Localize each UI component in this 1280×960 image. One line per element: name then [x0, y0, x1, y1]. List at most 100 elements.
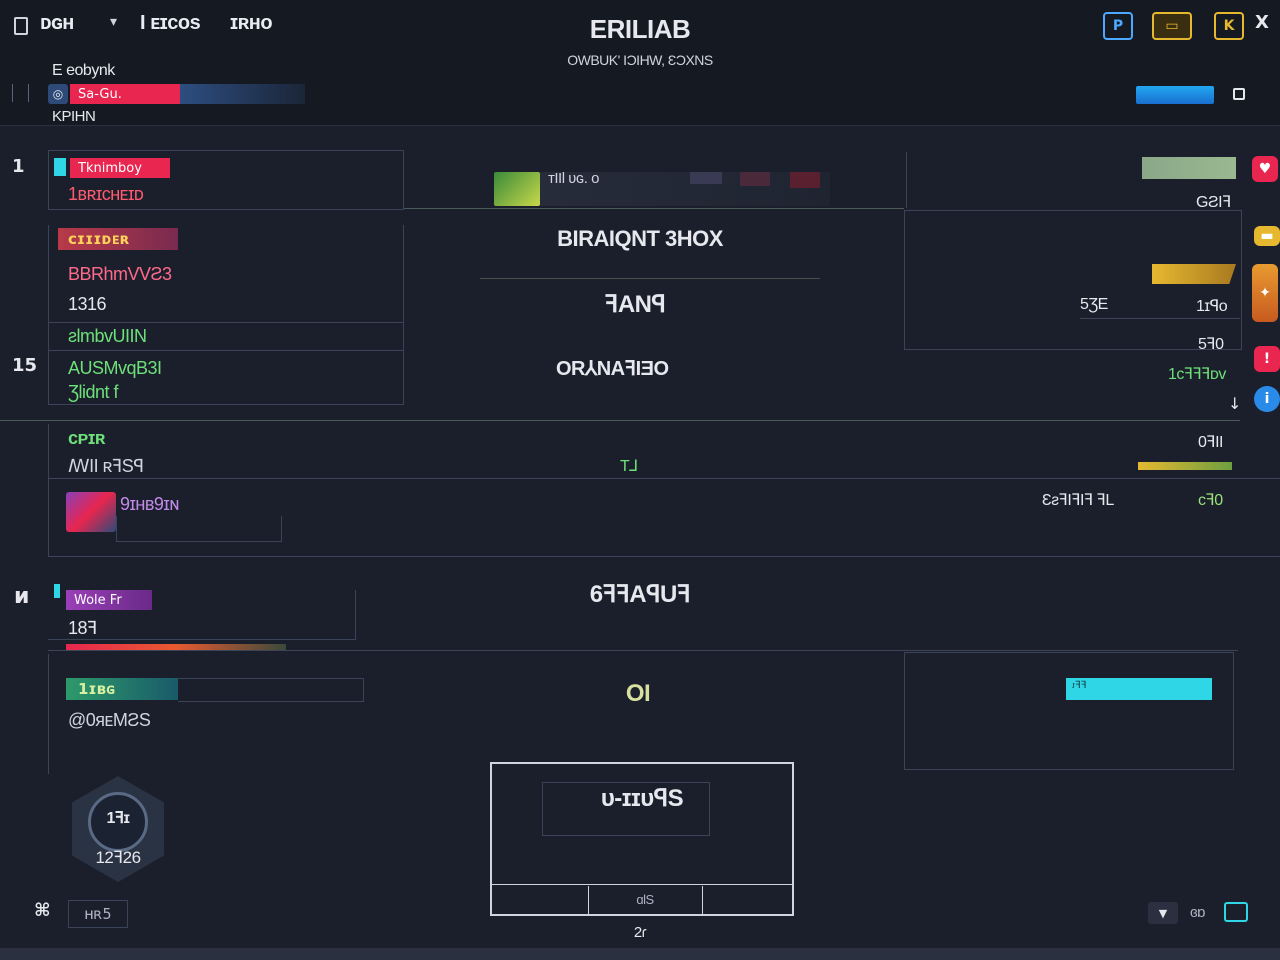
- stat-row: 18ꟻ: [68, 618, 97, 638]
- grid-icon: [14, 16, 28, 35]
- card-tag: Tknimboy: [70, 158, 170, 178]
- rank-label: KPIHN: [52, 108, 96, 125]
- player-tag: Sa-Gu.: [70, 84, 180, 104]
- right-panel-top: [906, 152, 1236, 208]
- right-value: 5ƷE: [1080, 296, 1108, 313]
- stat-row: BBRhmVVƧ3: [68, 264, 172, 284]
- settings-icon[interactable]: ⌘: [34, 900, 51, 921]
- bottom-right-text: ɞɒ: [1190, 904, 1205, 921]
- chat-icon[interactable]: ▼: [1148, 902, 1178, 924]
- divider: [48, 350, 404, 351]
- item-toolbar: [540, 172, 830, 206]
- section-number: 1: [12, 156, 25, 177]
- bottom-strip: [0, 948, 1280, 960]
- hotkey-button[interactable]: ʜʀ5: [68, 900, 128, 928]
- globe-icon: ◎: [48, 84, 68, 104]
- marker-icon: [54, 158, 66, 176]
- divider: [12, 84, 13, 102]
- slot-icon[interactable]: [790, 172, 820, 188]
- progress-bar: [1138, 462, 1232, 470]
- divider: [48, 556, 1280, 557]
- center-big-label: 6ꟻꟻAꟼUꟻ: [589, 581, 691, 608]
- right-value: ᴄꟻ0: [1198, 492, 1223, 509]
- item-icon[interactable]: [494, 172, 540, 206]
- wallet-icon[interactable]: ▭: [1152, 12, 1192, 40]
- page-subtitle: OWBUK' IƆIHW, ƐƆXNS: [567, 52, 713, 68]
- arrow-down-icon[interactable]: ↓: [1228, 394, 1242, 413]
- status-bar: [1142, 157, 1236, 179]
- divider: [702, 886, 703, 914]
- center-status: OR⅄NAꟻIƎO: [556, 358, 669, 380]
- divider: [492, 884, 792, 885]
- info-icon[interactable]: i: [1254, 386, 1280, 412]
- center-value: ꟻANꟼ: [604, 291, 666, 318]
- center-mid-label: OI: [625, 680, 651, 707]
- cyan-label: ᴊꟻꟻ: [1072, 680, 1087, 691]
- right-panel: [904, 210, 1242, 350]
- right-value: 1ᴄꟻꟻꟻᴅᴠ: [1168, 366, 1226, 383]
- name-box: [116, 516, 282, 542]
- alert-icon[interactable]: !: [1254, 346, 1280, 372]
- close-button[interactable]: X: [1255, 12, 1269, 33]
- heart-icon[interactable]: ♥: [1252, 156, 1278, 182]
- stats-panel: [48, 225, 404, 405]
- section-number: 15: [12, 355, 38, 376]
- toolbar-text: ᴛIIl ʋɢ. ᴏ: [548, 170, 599, 187]
- stat-row: Ʒlidnt f: [68, 382, 119, 402]
- screen-icon[interactable]: [1224, 902, 1248, 922]
- stat-row: 1316: [68, 294, 107, 314]
- right-panel-bottom: [904, 652, 1234, 770]
- avatar[interactable]: [66, 492, 116, 532]
- top-bar: ᴅɢʜ ▾ I ᴇɪᴄᴏs ɪʀʜᴏ ERILIAB OWBUK' IƆIHW,…: [0, 0, 1280, 126]
- swords-icon: ᴎ: [14, 584, 30, 609]
- nav-item-main[interactable]: ᴅɢʜ: [40, 12, 74, 34]
- result-inner: [542, 782, 710, 836]
- stat-row: AUSMvqB3I: [68, 358, 162, 378]
- fire-icon[interactable]: ✦: [1252, 264, 1278, 322]
- right-value: 1ɪꟼᴏ: [1196, 298, 1228, 315]
- player-name: E eobynk: [52, 62, 115, 79]
- chest-icon[interactable]: ▬: [1254, 226, 1280, 246]
- emblem-label: 1ꟻɪ: [106, 810, 130, 827]
- right-value: ƐƨꟻIꟻIꟻ ꟻL: [1042, 492, 1114, 509]
- emblem-ring: [88, 792, 148, 852]
- square-icon[interactable]: [1233, 88, 1245, 100]
- badge-icon: [1152, 264, 1236, 284]
- divider: [28, 84, 29, 102]
- stat-row: @0ᴙᴇMƧS: [68, 710, 151, 730]
- result-box: [490, 762, 794, 916]
- card-frame: [48, 150, 404, 210]
- xp-bar: [180, 84, 305, 104]
- divider: [588, 886, 589, 914]
- health-bar: [66, 644, 286, 650]
- avatar-name: 9ɪʜʙ9ɪɴ: [120, 494, 179, 514]
- key-button[interactable]: K: [1214, 12, 1244, 40]
- slot-icon[interactable]: [740, 172, 770, 186]
- class-panel: [48, 590, 356, 640]
- divider: [48, 650, 1238, 651]
- divider: [48, 322, 404, 323]
- divider: [48, 424, 49, 556]
- center-small: T⅃: [620, 458, 638, 475]
- resource-tag: 1ɪʙɢ: [66, 678, 178, 700]
- green-label: ᴄᴘɪʀ: [68, 428, 105, 448]
- class-tag: Wole Fr: [66, 590, 152, 610]
- menu-icon[interactable]: [14, 12, 28, 36]
- card-name: 1ʙʀɪᴄʜᴇɪᴅ: [68, 184, 144, 204]
- stat-row: ꟿII ʀꟻSꟼ: [68, 456, 144, 476]
- right-value: GƧIꟻ: [1196, 194, 1231, 211]
- divider: [0, 420, 1240, 421]
- slot-icon[interactable]: [690, 172, 722, 184]
- energy-bar: [1136, 86, 1214, 104]
- nav-item-second[interactable]: I ᴇɪᴄᴏs: [140, 12, 201, 34]
- chevron-down-icon[interactable]: ▾: [110, 14, 118, 30]
- divider: [480, 278, 820, 279]
- divider: [48, 654, 49, 774]
- emblem-value: 12ꟻ26: [95, 848, 141, 867]
- page-number: 2ɾ: [633, 924, 647, 941]
- nav-item-third[interactable]: ɪʀʜᴏ: [230, 12, 273, 34]
- divider: [1080, 318, 1240, 319]
- center-heading: BIRAIQNT 3HOX: [557, 226, 723, 251]
- divider: [48, 478, 1280, 479]
- profile-button[interactable]: P: [1103, 12, 1133, 40]
